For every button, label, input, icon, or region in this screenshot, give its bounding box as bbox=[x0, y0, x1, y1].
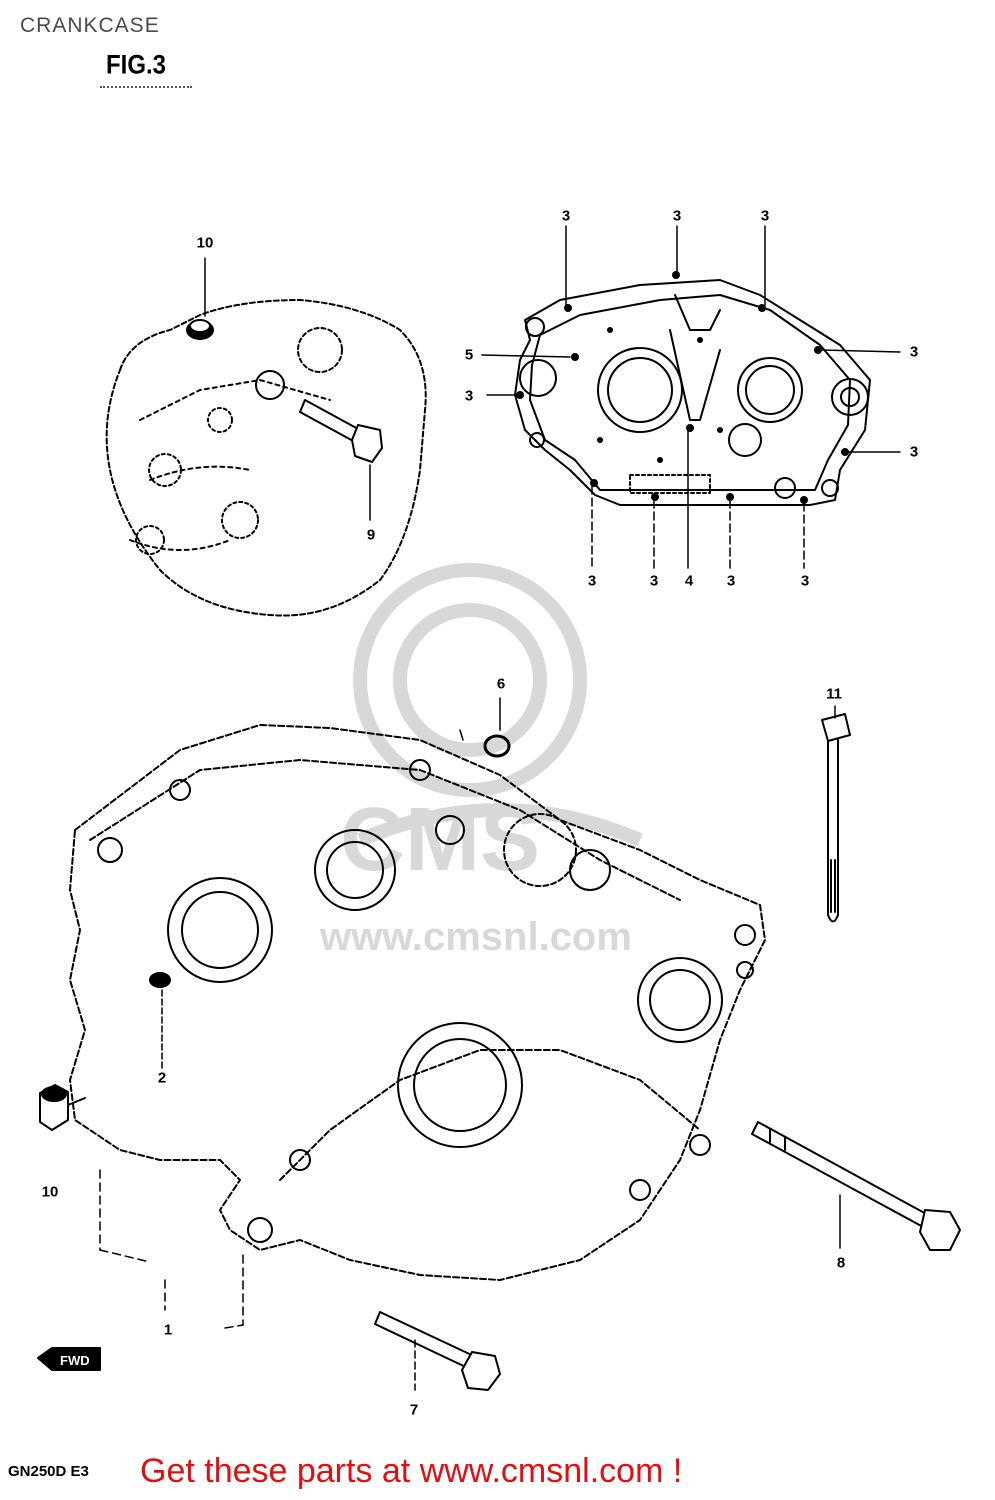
callout-3-top-right[interactable]: 3 bbox=[760, 207, 770, 225]
callout-3-left[interactable]: 3 bbox=[464, 387, 474, 405]
svg-text:www.cmsnl.com: www.cmsnl.com bbox=[319, 915, 632, 959]
dowel-pin-top-drawing bbox=[186, 319, 214, 340]
main-crankcase-bearings-drawing bbox=[97, 759, 756, 1243]
forward-arrow-icon: FWD bbox=[37, 1347, 101, 1371]
figure-label-underline bbox=[100, 86, 192, 88]
cable-strap-11-drawing bbox=[821, 713, 851, 923]
model-code-label: GN250D E3 bbox=[8, 1463, 89, 1480]
callout-3-right-lower[interactable]: 3 bbox=[909, 443, 919, 461]
main-crankcase-assembly-drawing bbox=[69, 724, 766, 1281]
o-ring-6-drawing bbox=[483, 734, 511, 758]
callout-6[interactable]: 6 bbox=[496, 675, 506, 693]
dowel-pin-2-drawing bbox=[149, 972, 171, 988]
leader-lines-part-1 bbox=[99, 1169, 244, 1329]
bolt-9-drawing bbox=[299, 399, 383, 463]
crankcase-face-view-drawing bbox=[514, 271, 871, 506]
callout-3-top-center[interactable]: 3 bbox=[672, 207, 682, 225]
callout-3-bottom-1[interactable]: 3 bbox=[587, 572, 597, 590]
callout-8[interactable]: 8 bbox=[836, 1254, 846, 1272]
callout-1[interactable]: 1 bbox=[163, 1321, 173, 1339]
callout-10-top[interactable]: 10 bbox=[196, 234, 214, 252]
svg-text:FWD: FWD bbox=[60, 1353, 90, 1368]
callout-11[interactable]: 11 bbox=[826, 685, 842, 703]
callout-10-bottom[interactable]: 10 bbox=[41, 1183, 59, 1201]
callout-3-bottom-4[interactable]: 3 bbox=[800, 572, 810, 590]
callout-5[interactable]: 5 bbox=[464, 346, 474, 364]
dowel-pin-bottom-drawing bbox=[39, 1084, 86, 1131]
callout-3-bottom-3[interactable]: 3 bbox=[726, 572, 736, 590]
callout-3-top-left[interactable]: 3 bbox=[561, 207, 571, 225]
crankcase-half-upper-left-drawing bbox=[105, 299, 427, 617]
figure-label: FIG.3 bbox=[106, 50, 167, 81]
callout-3-right-upper[interactable]: 3 bbox=[909, 343, 919, 361]
bolt-8-drawing bbox=[751, 1121, 961, 1251]
leader-lines-face-view bbox=[481, 225, 901, 569]
callout-2[interactable]: 2 bbox=[157, 1069, 167, 1087]
callout-7[interactable]: 7 bbox=[409, 1401, 419, 1419]
callout-3-bottom-2[interactable]: 3 bbox=[649, 572, 659, 590]
callout-4[interactable]: 4 bbox=[684, 572, 694, 590]
bolt-7-drawing bbox=[374, 1311, 501, 1391]
get-parts-link[interactable]: Get these parts at www.cmsnl.com ! bbox=[140, 1452, 683, 1490]
page-title: CRANKCASE bbox=[20, 14, 160, 37]
callout-9[interactable]: 9 bbox=[366, 526, 376, 544]
